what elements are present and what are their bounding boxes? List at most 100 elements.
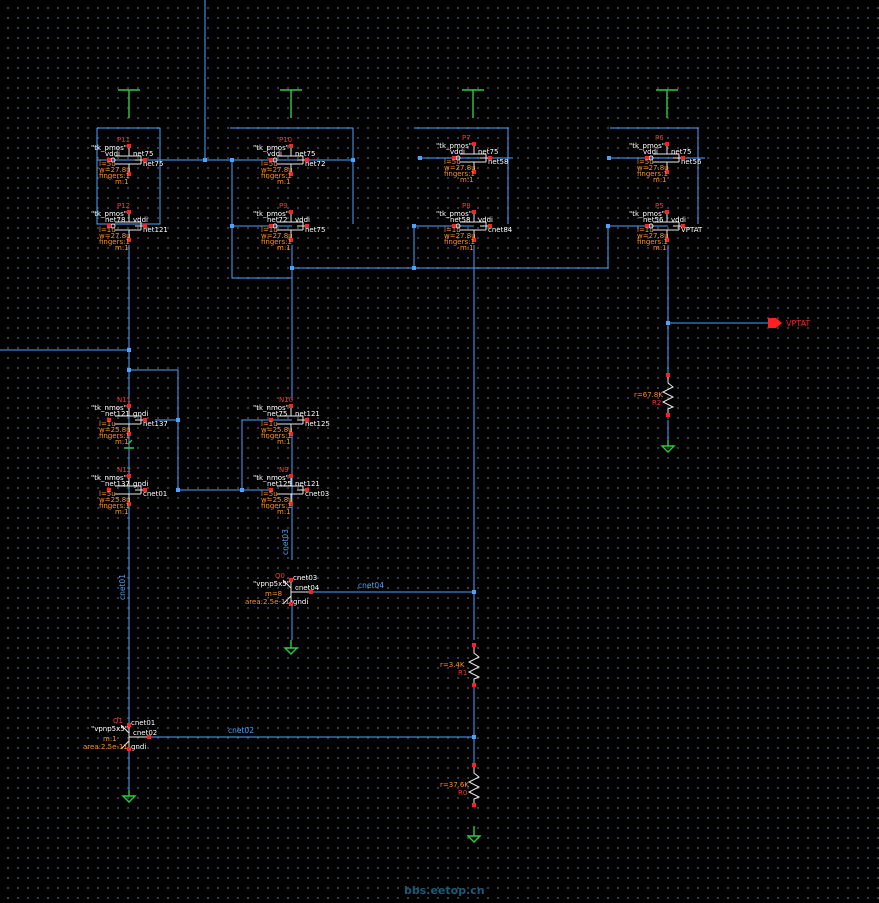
device-id: N12	[117, 466, 131, 474]
width-param: w=27.8u	[444, 232, 476, 240]
multiplier-param: m:1	[277, 244, 291, 252]
device-model: "tk_pmos"	[436, 210, 472, 218]
pin-dot	[289, 210, 293, 214]
pin-dot	[289, 578, 293, 582]
pin-dot	[305, 158, 309, 162]
pin-dot	[472, 142, 476, 146]
pin-dot	[309, 590, 313, 594]
node-label: cnet01	[143, 490, 167, 498]
pin-dot	[289, 238, 293, 242]
pin-dot	[666, 413, 670, 417]
width-param: w=25.8u	[99, 426, 131, 434]
device-model: "tk_nmos"	[91, 404, 127, 412]
mosfet-symbol	[115, 476, 145, 504]
node-label: net125	[267, 480, 292, 488]
pin-dot	[127, 144, 131, 148]
output-pin-vptat[interactable]: VPTAT	[768, 318, 810, 328]
device-id: N9	[279, 466, 289, 474]
node-label: net121	[143, 226, 168, 234]
node-label: gndi	[293, 598, 308, 606]
fingers-param: fingers:1	[444, 170, 475, 178]
device-id: R1	[458, 669, 467, 677]
length-param: l=1u	[261, 226, 278, 234]
fingers-param: fingers:1	[99, 502, 130, 510]
node-label: net137	[105, 480, 130, 488]
device-id: R0	[458, 789, 467, 797]
node-label: vddi	[105, 150, 120, 158]
pin-dot	[666, 373, 670, 377]
pin-dot	[143, 488, 147, 492]
multiplier-param: m:1	[653, 244, 667, 252]
pin-dot	[289, 404, 293, 408]
device-id: P5	[655, 202, 664, 210]
pin-dot	[289, 172, 293, 176]
device-model: "tk_nmos"	[91, 474, 127, 482]
multiplier-param: m:1	[277, 508, 291, 516]
node-label: net78	[105, 216, 125, 224]
node-label: VPTAT	[681, 226, 703, 234]
fingers-param: fingers:1	[261, 502, 292, 510]
multiplier-param: m:1	[115, 438, 129, 446]
node-label: gndi	[131, 743, 146, 751]
mosfet-symbol	[653, 212, 683, 240]
node-label: net137	[143, 420, 168, 428]
node-label: net56	[681, 158, 702, 166]
pin-dot	[107, 418, 111, 422]
device-model: "vpnp5x5"	[91, 725, 128, 733]
node-label: net75	[478, 148, 498, 156]
pin-dot	[665, 210, 669, 214]
pin-dot	[127, 474, 131, 478]
width-param: w=25.8u	[261, 426, 293, 434]
pin-dot	[452, 224, 456, 228]
length-param: l=1u	[99, 226, 116, 234]
fingers-param: fingers:1	[99, 432, 130, 440]
node-label: cnet03	[293, 574, 317, 582]
node-label: net121	[105, 410, 130, 418]
device-id: P8	[462, 202, 471, 210]
node-label: vddi	[643, 148, 658, 156]
node-label: cnet03	[305, 490, 329, 498]
pin-dot	[127, 404, 131, 408]
resistor-zigzag-icon	[467, 647, 481, 685]
mosfet-symbol	[460, 144, 490, 172]
fingers-param: fingers:1	[261, 172, 292, 180]
node-label: gndi	[133, 480, 148, 488]
device-model: "tk_pmos"	[91, 210, 127, 218]
node-label: net58	[450, 216, 470, 224]
device-id: Q0	[275, 572, 285, 580]
pin-dot	[127, 432, 131, 436]
node-label: vddi	[478, 216, 493, 224]
length-param: l=5u	[637, 158, 654, 166]
node-label: net56	[643, 216, 664, 224]
mosfet-symbol	[277, 212, 307, 240]
length-param: l=5u	[99, 490, 116, 498]
pin-dot	[289, 474, 293, 478]
bjt-q0[interactable]: Q0"vpnp5x5"cnet03cnet04gndim=8area:2.5e-…	[245, 572, 320, 606]
pin-dot	[665, 142, 669, 146]
pin-dot	[127, 723, 131, 727]
length-param: l=5u	[261, 490, 278, 498]
pin-dot	[143, 158, 147, 162]
bjt-q1[interactable]: Q1"vpnp5x5"cnet01cnet02gndim:1area:2.5e-…	[83, 717, 157, 751]
net-label-cnet02: cnet02	[228, 726, 254, 735]
pin-dot	[107, 488, 111, 492]
pin-dot	[147, 735, 151, 739]
node-label: cnet02	[133, 729, 157, 737]
